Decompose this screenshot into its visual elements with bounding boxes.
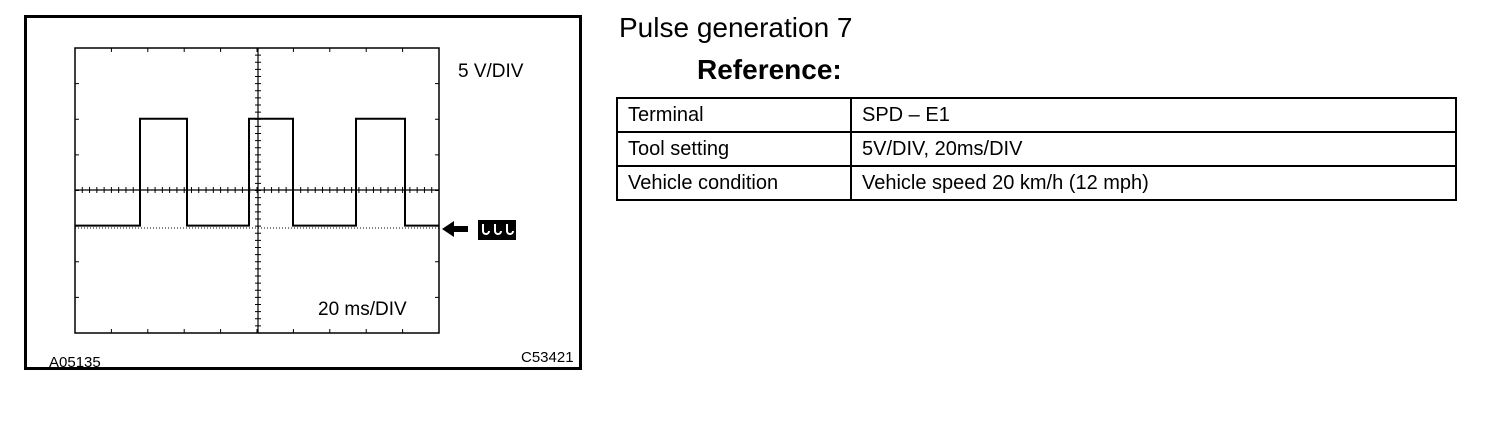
pulse-waveform: [75, 117, 439, 227]
table-row: Tool setting 5V/DIV, 20ms/DIV: [616, 131, 1457, 167]
tool-setting-value: 5V/DIV, 20ms/DIV: [850, 131, 1457, 167]
figure-code-right: C53421: [521, 349, 574, 366]
tool-setting-label: Tool setting: [616, 131, 852, 167]
terminal-value: SPD – E1: [850, 97, 1457, 133]
time-division-label: 20 ms/DIV: [318, 299, 407, 320]
reference-table: Terminal SPD – E1 Tool setting 5V/DIV, 2…: [616, 97, 1457, 201]
table-row: Terminal SPD – E1: [616, 97, 1457, 133]
ground-symbol-icon: [478, 220, 516, 240]
reference-heading: Reference:: [697, 54, 842, 85]
page-title: Pulse generation 7: [619, 12, 853, 43]
table-row: Vehicle condition Vehicle speed 20 km/h …: [616, 165, 1457, 201]
oscilloscope-figure: 5 V/DIV 20 ms/DIV A05135 C53421: [24, 15, 582, 370]
ground-level-arrow-icon: [442, 221, 468, 237]
vehicle-condition-value: Vehicle speed 20 km/h (12 mph): [850, 165, 1457, 201]
figure-code-left: A05135: [49, 354, 101, 371]
oscilloscope-screen: [74, 47, 440, 334]
ground-level-marker: [442, 220, 516, 240]
terminal-label: Terminal: [616, 97, 852, 133]
vehicle-condition-label: Vehicle condition: [616, 165, 852, 201]
voltage-division-label: 5 V/DIV: [458, 61, 524, 82]
